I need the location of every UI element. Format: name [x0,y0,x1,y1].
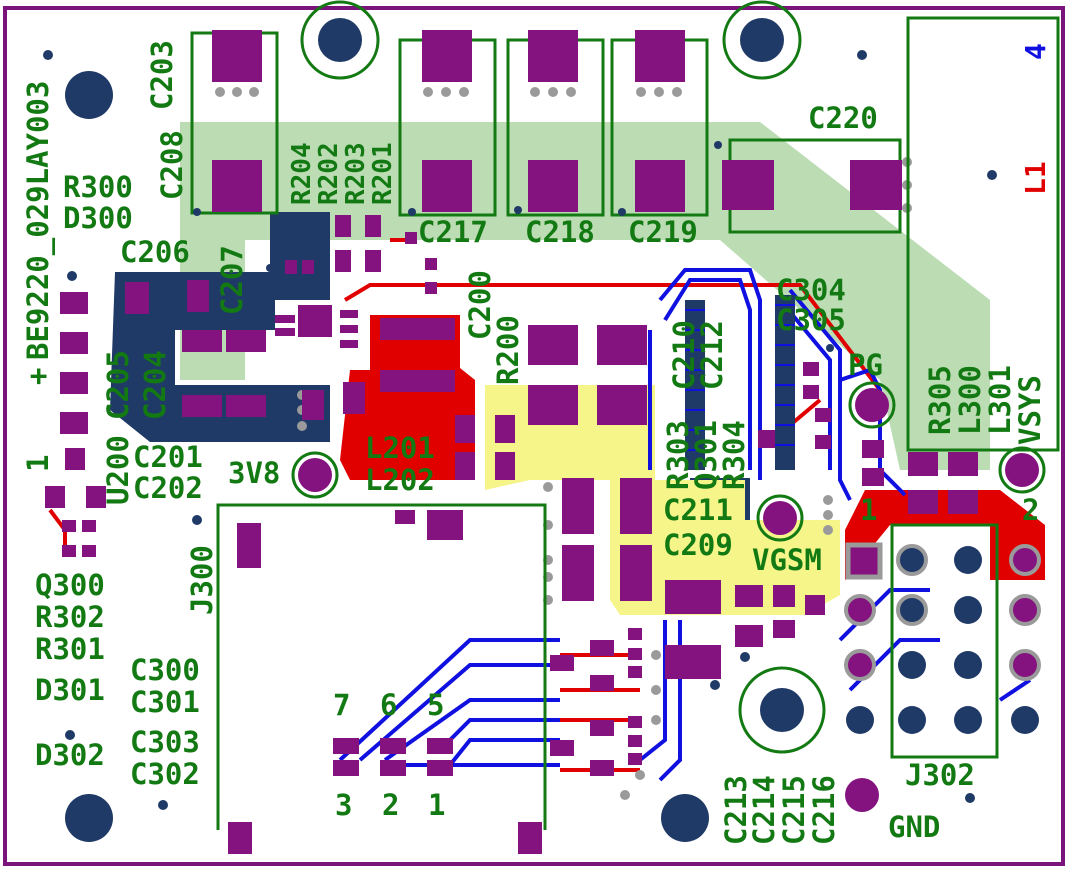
l1-pin-1: 1 [21,455,55,472]
pin-label-7: 7 [333,688,350,722]
label-l201: L201 [365,431,435,465]
label-r304: R304 [717,420,751,490]
label-l202: L202 [365,463,435,497]
label-q301: Q301 [689,420,723,490]
label-c220: C220 [808,101,878,135]
pin-label-1: 1 [428,788,445,822]
yellow-pour [485,385,840,615]
silkscreen-labels: BE9220_029LAY003 C203 C208 R300 D300 R20… [21,40,1052,845]
label-q300: Q300 [35,568,105,602]
label-r204: R204 [287,142,317,205]
fine-pitch-connector-stripes [685,304,795,451]
label-gnd: GND [888,810,940,844]
label-r301: R301 [35,632,105,666]
label-c208: C208 [155,130,189,200]
label-c219: C219 [628,215,698,249]
mounting-rings [300,0,826,754]
label-c206: C206 [120,235,190,269]
top-row-capacitors [190,30,902,234]
label-c205: C205 [101,350,135,420]
label-l300: L300 [953,365,987,435]
label-l1: L1 [1019,161,1052,195]
label-c203: C203 [145,40,179,110]
label-c302: C302 [130,757,200,791]
l1-via [987,170,997,180]
pin-label-2: 2 [382,788,399,822]
label-j302: J302 [905,758,975,792]
label-vsys: VSYS [1013,375,1047,445]
label-d301: D301 [35,673,105,707]
scattered-vias [43,50,975,810]
label-vgsm: VGSM [752,543,822,577]
label-c300: C300 [130,653,200,687]
label-c202: C202 [133,471,203,505]
j302-pin-2: 2 [1022,493,1039,527]
label-c305: C305 [776,303,846,337]
j300-connector [216,503,547,854]
label-c218: C218 [525,215,595,249]
label-r200: R200 [491,315,525,385]
j302-pin-1: 1 [860,493,877,527]
label-c214: C214 [747,775,781,845]
label-c216: C216 [807,775,841,845]
top-copper-pour [340,315,1045,580]
label-r203: R203 [341,142,371,205]
label-c209: C209 [663,528,733,562]
label-pg: PG [848,348,883,382]
pin-label-6: 6 [380,688,397,722]
label-d302: D302 [35,738,105,772]
label-r300: R300 [63,170,133,204]
label-c200: C200 [463,270,497,340]
label-c207: C207 [215,245,249,315]
board-id-label: BE9220_029LAY003 [21,81,55,360]
label-c204: C204 [138,350,172,420]
label-j300: J300 [185,545,219,615]
pin-label-5: 5 [427,688,444,722]
label-r305: R305 [923,365,957,435]
label-r302: R302 [35,600,105,634]
label-c201: C201 [133,440,203,474]
smd-pads [45,215,978,776]
label-c304: C304 [776,273,846,307]
test-points [291,381,1046,812]
label-r303: R303 [661,420,695,490]
pin-label-3: 3 [335,788,352,822]
mounting-holes [65,18,804,842]
label-l1-pin4: 4 [1019,43,1052,60]
label-c212: C212 [695,320,729,390]
label-c215: C215 [777,775,811,845]
label-r202: R202 [314,142,344,205]
label-r201: R201 [368,142,398,205]
label-d300: D300 [63,201,133,235]
label-c213: C213 [719,775,753,845]
label-c210: C210 [667,320,701,390]
j302-header [844,523,1041,759]
fine-pitch-connector-pads [685,295,795,470]
label-c301: C301 [130,685,200,719]
label-c303: C303 [130,725,200,759]
label-l301: L301 [983,365,1017,435]
label-u200: U200 [101,435,135,505]
polarity-plus: + [21,368,55,385]
label-c217: C217 [418,215,488,249]
label-c211: C211 [663,493,733,527]
l1-outline [906,16,1060,452]
label-3v8: 3V8 [228,456,280,490]
